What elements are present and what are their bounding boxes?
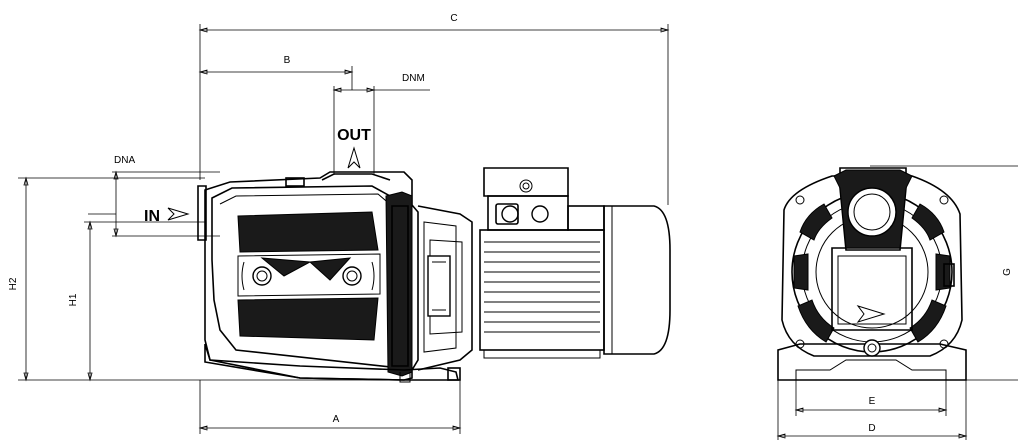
- label-a: A: [333, 414, 340, 425]
- label-b: B: [284, 55, 291, 66]
- label-inlet: IN: [144, 208, 160, 225]
- label-g: G: [1002, 268, 1013, 276]
- flow-arrow-icon: [856, 305, 886, 323]
- label-e: E: [869, 396, 876, 407]
- pump-front-view: [776, 165, 1018, 440]
- label-h1: H1: [68, 293, 79, 306]
- label-d: D: [868, 423, 875, 434]
- inlet-arrow-icon: [167, 207, 190, 221]
- pump-side-view: [197, 167, 671, 383]
- label-dna: DNA: [114, 155, 135, 166]
- label-c: C: [450, 13, 457, 24]
- outlet-arrow-icon: [347, 146, 361, 169]
- label-dnm: DNM: [402, 73, 425, 84]
- label-outlet: OUT: [337, 127, 371, 144]
- motor-fins: [484, 241, 600, 333]
- label-h2: H2: [8, 277, 19, 290]
